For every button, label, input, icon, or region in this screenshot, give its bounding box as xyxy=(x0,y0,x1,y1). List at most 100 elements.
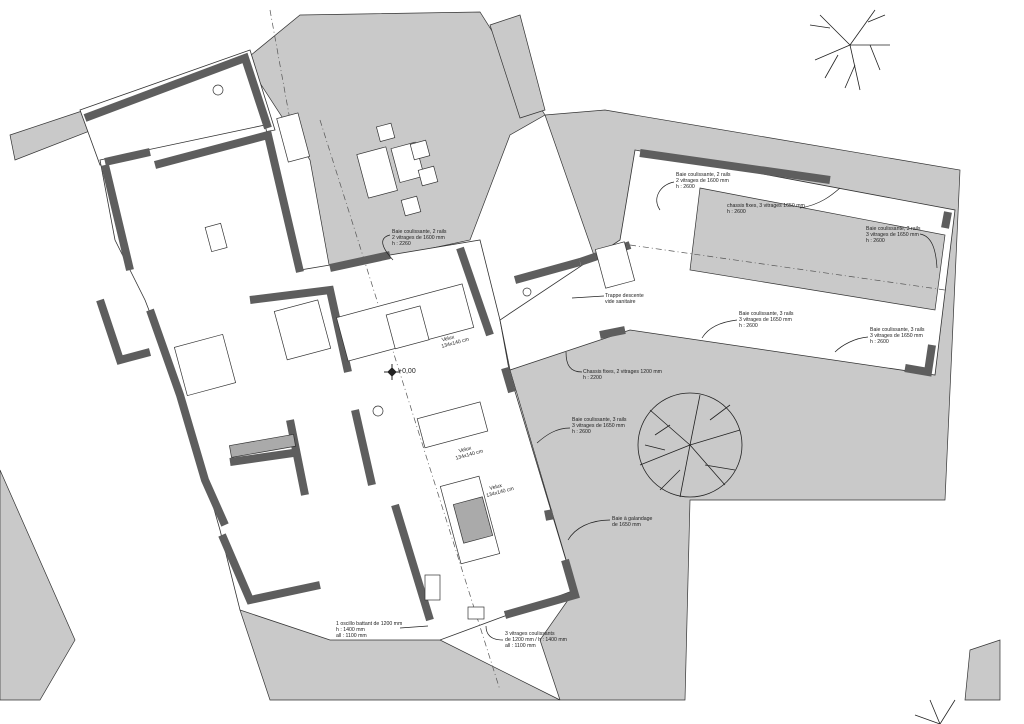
leader-arrow xyxy=(485,625,504,641)
leader-arrow xyxy=(565,351,583,373)
staircase xyxy=(276,112,311,163)
axis-line xyxy=(629,244,946,291)
axis-line xyxy=(319,119,501,691)
annotation-line: 3 vitrages de 1650 mm xyxy=(870,333,923,339)
annotation-line: h : 2200 xyxy=(583,375,602,381)
wall xyxy=(941,211,952,229)
annotation-line: 2 vitrages de 1600 mm xyxy=(392,235,445,241)
leader-arrow xyxy=(701,319,738,339)
furniture xyxy=(173,84,636,620)
wall xyxy=(101,164,134,271)
annotation-line: Velux xyxy=(458,445,472,454)
table xyxy=(204,222,228,253)
island-top xyxy=(452,496,494,544)
wall xyxy=(218,533,321,605)
leader-arrow xyxy=(382,234,394,261)
leader-arrow xyxy=(571,295,605,299)
wall xyxy=(229,448,301,466)
storage xyxy=(229,433,296,458)
armchair xyxy=(375,122,396,142)
staircase xyxy=(273,299,332,361)
armchair xyxy=(417,165,439,187)
wall xyxy=(391,503,434,622)
rug xyxy=(173,333,237,397)
toilet xyxy=(522,287,532,297)
annotation-line: all : 1100 mm xyxy=(336,633,367,639)
steps xyxy=(489,14,546,119)
annotation-line: 2 vitrages de 1600 mm xyxy=(676,178,729,184)
annotation-line: Baie coulissante, 2 rails xyxy=(676,172,731,178)
wall xyxy=(513,258,582,284)
annotation-line: Baie coulissante, 2 rails xyxy=(392,229,447,235)
armchair xyxy=(409,139,431,161)
annotation-line: Baie coulissante, 3 rails xyxy=(572,417,627,423)
wall xyxy=(904,344,936,377)
annotation-line: h : 2600 xyxy=(866,238,885,244)
wall xyxy=(83,52,272,130)
level-label: +0,00 xyxy=(398,368,416,375)
annotation-line: chassis fixes, 3 vitrages 1650 mm xyxy=(727,203,805,209)
pool-or-deck xyxy=(689,187,946,311)
toilet xyxy=(212,84,224,96)
tree-icon xyxy=(914,699,956,724)
column xyxy=(372,405,384,417)
wall xyxy=(639,149,831,184)
wall xyxy=(249,285,352,373)
wall xyxy=(351,409,376,486)
annotation-line: Baie coulissante, 3 rails xyxy=(739,311,794,317)
annotation-line: 3 vitrages coulissants xyxy=(505,631,555,637)
annotation-line: all : 1100 mm xyxy=(505,643,536,649)
living-table xyxy=(385,305,430,350)
sofa xyxy=(356,146,398,199)
axis-line xyxy=(269,9,291,121)
leader-arrow xyxy=(919,233,938,269)
wall xyxy=(96,298,152,365)
annotation-line: h : 2600 xyxy=(676,184,695,190)
annotation-line: 3 vitrages de 1650 mm xyxy=(572,423,625,429)
annotation-line: Baie coulissante, 3 rails xyxy=(870,327,925,333)
annotation-line: h : 2600 xyxy=(572,429,591,435)
tree-icon xyxy=(809,9,890,91)
cooktop xyxy=(424,574,441,601)
annotation-line: h : 1400 mm xyxy=(336,627,365,633)
annotation-line: 1 oscillo battant de 1200 mm xyxy=(336,621,402,627)
tree-icon xyxy=(637,392,743,498)
annotation-line: Baie à galandage xyxy=(612,516,652,522)
annotation-line: h : 2600 xyxy=(739,323,758,329)
annotation-line: h : 2260 xyxy=(392,241,411,247)
wall xyxy=(456,246,494,337)
annotation-line: Velux xyxy=(441,334,455,343)
wall xyxy=(286,419,309,496)
dining-table xyxy=(416,401,489,449)
annotation-line: de 1200 mm / h : 1400 mm xyxy=(505,637,567,643)
leader-arrow xyxy=(834,336,869,353)
wall xyxy=(501,366,516,394)
leader-arrow xyxy=(567,519,611,541)
annotation-line: Baie coulissante, 3 rails xyxy=(866,226,921,232)
annotation-line: 3 vitrages de 1650 mm xyxy=(866,232,919,238)
wall xyxy=(503,558,580,619)
shower xyxy=(594,241,636,289)
level-marker: +0,00 xyxy=(384,364,416,380)
leader-arrow xyxy=(399,625,429,629)
wall xyxy=(153,130,304,273)
top-terrace xyxy=(244,11,546,271)
